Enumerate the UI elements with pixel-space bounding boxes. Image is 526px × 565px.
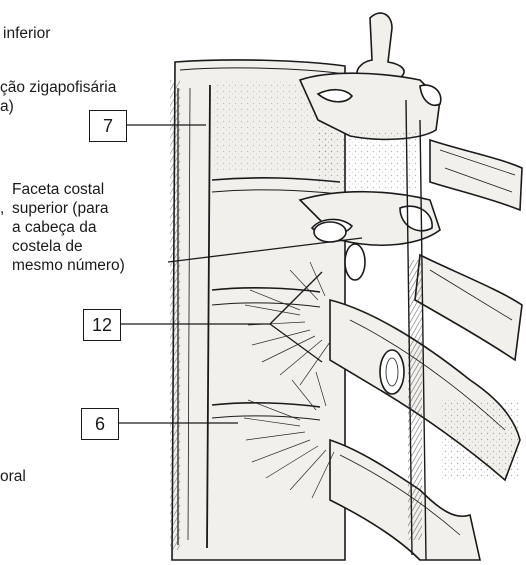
label-costal-facet-line2: superior (para	[12, 199, 109, 218]
label-costal-facet-line4: costela de	[12, 237, 83, 256]
callout-box-6: 6	[81, 408, 119, 440]
callout-box-12: 12	[83, 309, 121, 341]
label-costal-facet-line5: mesmo número)	[12, 256, 125, 275]
label-costal-facet-line1: Faceta costal	[12, 180, 104, 199]
label-zigapophyseal-line1: ção zigapofisária	[0, 78, 116, 97]
label-inferior: inferior	[3, 24, 50, 43]
label-costal-facet-line3: a cabeça da	[12, 218, 96, 237]
label-zigapophyseal-line2: a)	[0, 97, 14, 116]
callout-box-7: 7	[89, 110, 127, 142]
label-comma: ,	[0, 199, 4, 218]
label-oral: oral	[0, 467, 26, 486]
